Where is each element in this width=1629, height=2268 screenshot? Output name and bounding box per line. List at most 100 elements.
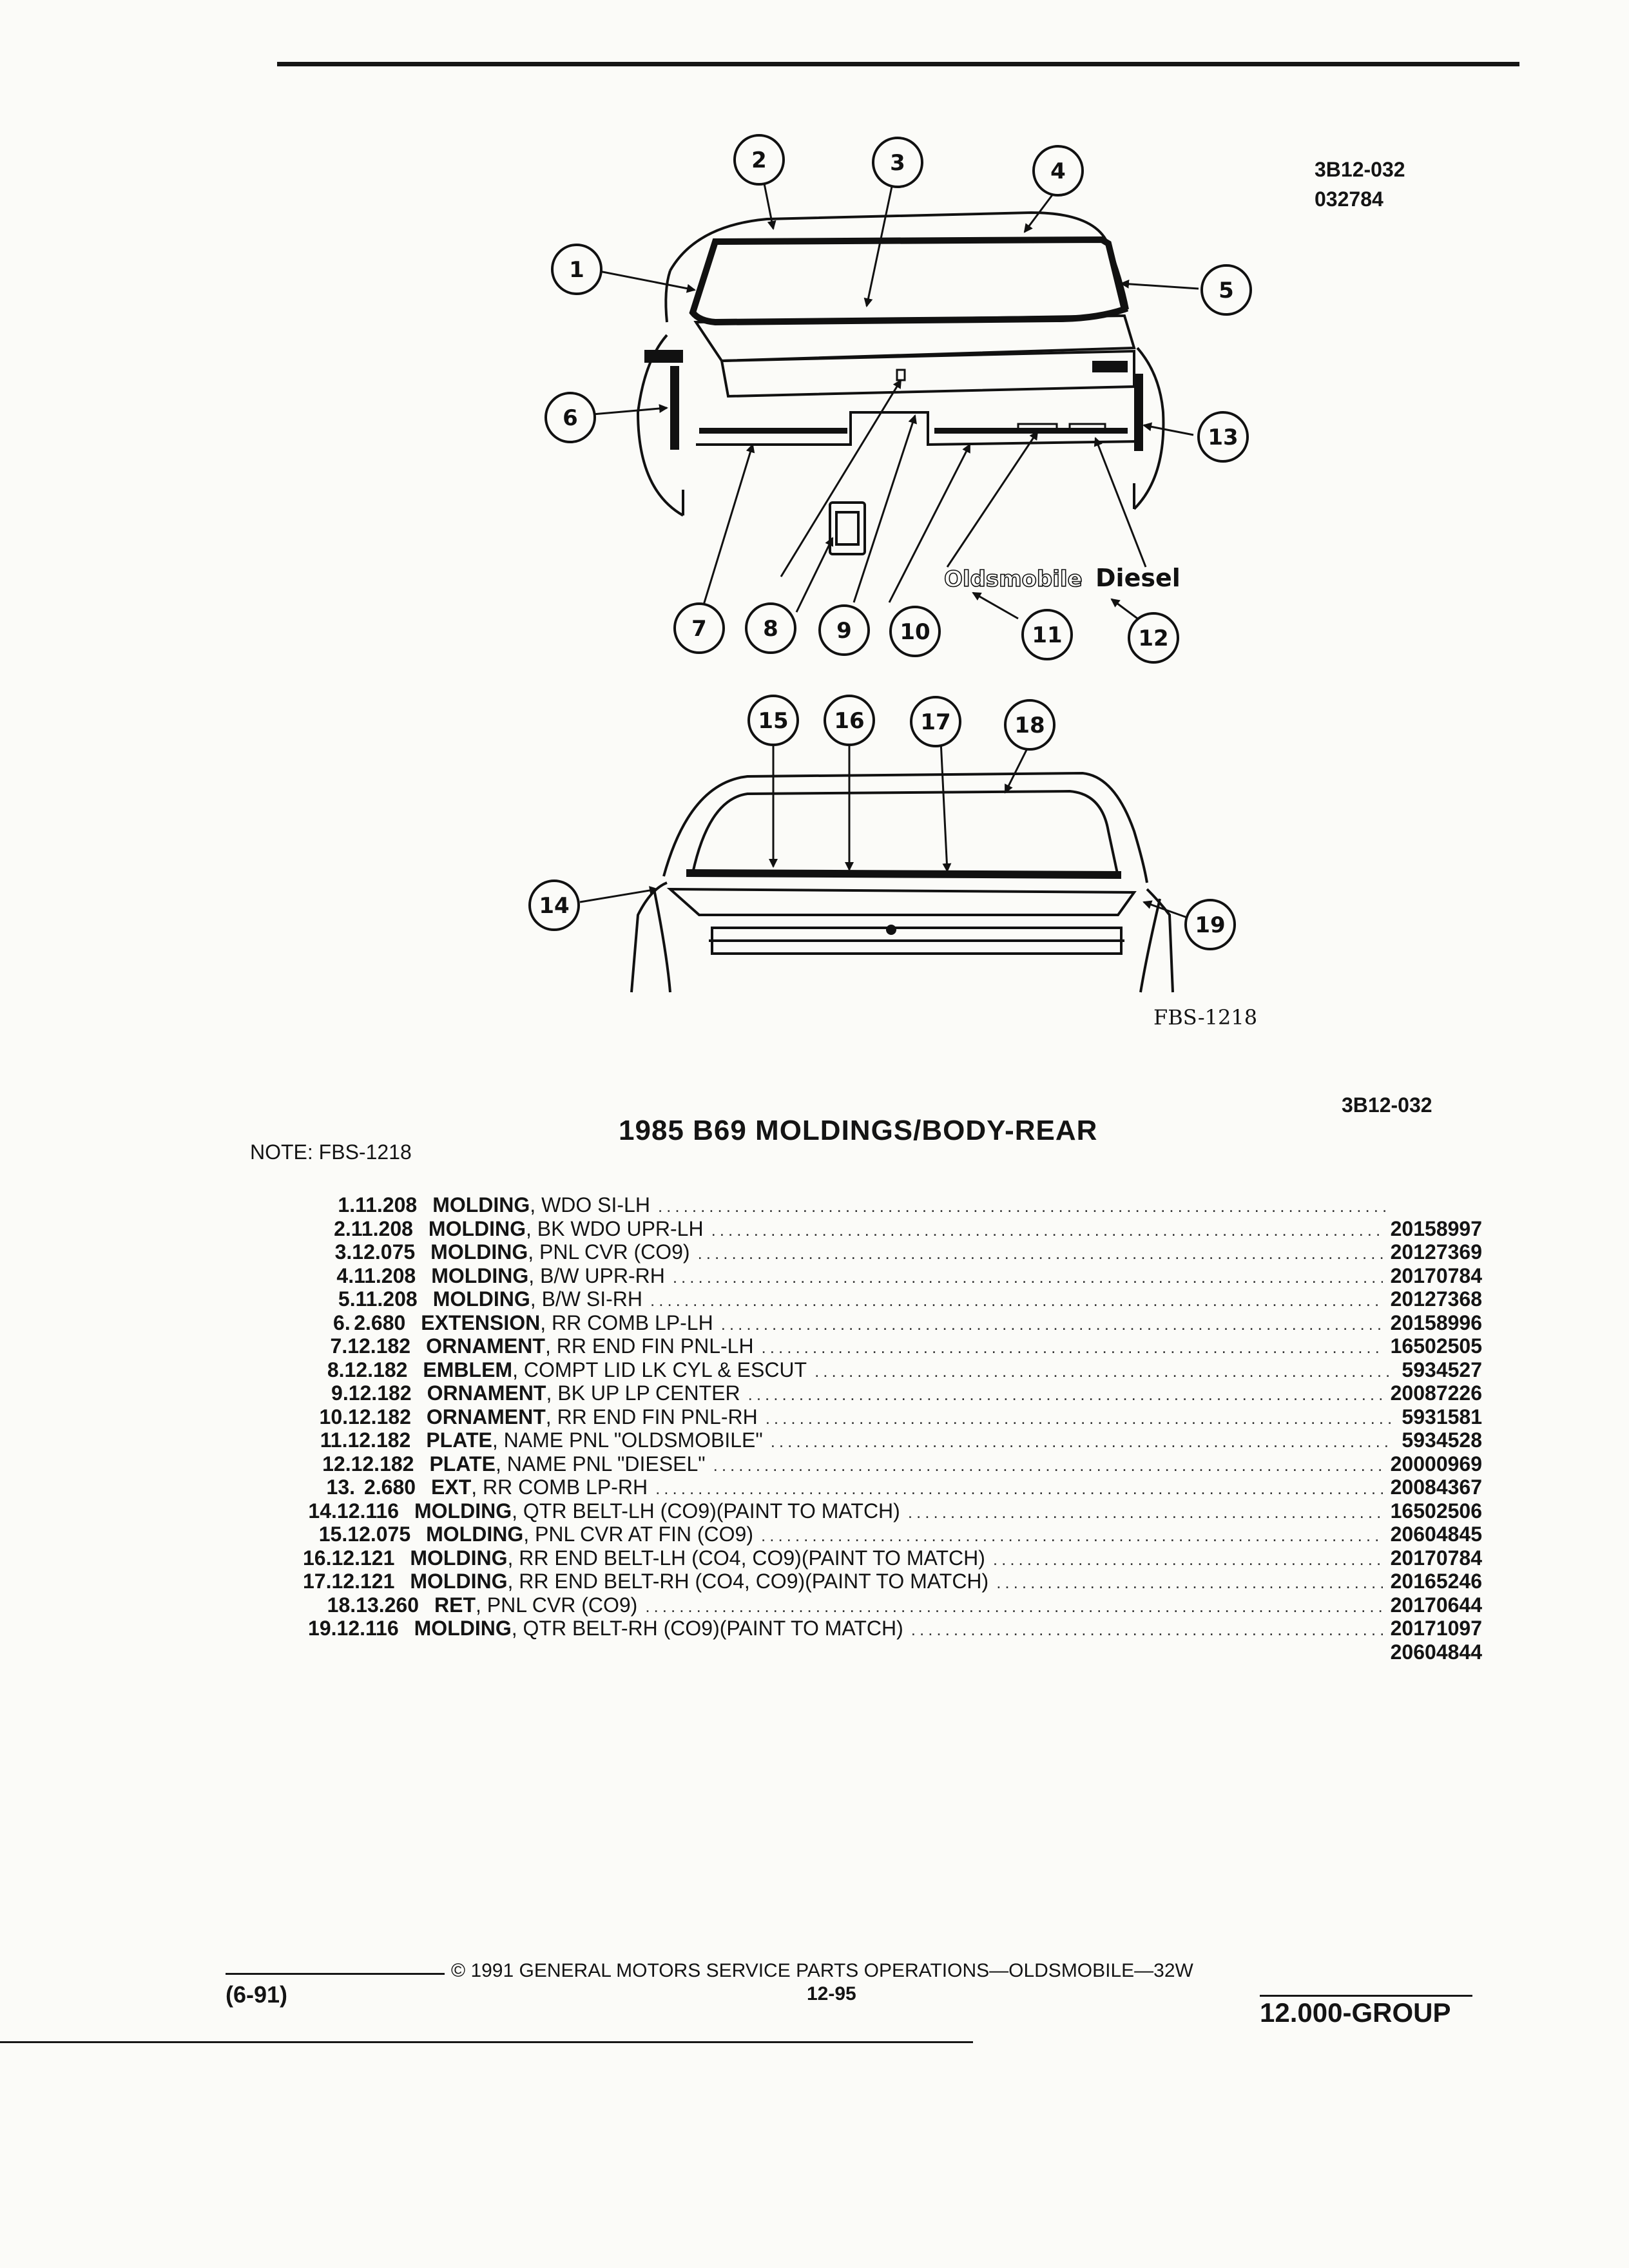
part-description: MOLDING, B/W UPR-RH (431, 1264, 665, 1288)
part-keyword: ORNAMENT (426, 1334, 545, 1358)
leader-dots: ........................................… (761, 1338, 1383, 1357)
leader-dots: ........................................… (650, 1291, 1383, 1310)
footer-group: 12.000-GROUP (1260, 1997, 1451, 2028)
callout-5 (1200, 264, 1252, 316)
part-number: 20171097 (1390, 1617, 1482, 1640)
part-number: 20000969 (1390, 1452, 1482, 1475)
part-detail: , NAME PNL "OLDSMOBILE" (492, 1428, 763, 1452)
svg-text:3: 3 (890, 150, 905, 176)
part-row: 13. 2.680 EXT, RR COMB LP-RH ...........… (303, 1475, 1482, 1499)
callout-7 (673, 602, 725, 654)
leader-dots: ........................................… (770, 1432, 1394, 1451)
part-keyword: EXTENSION (421, 1311, 541, 1334)
item-number: 1. (338, 1193, 356, 1216)
diesel-emblem: Diesel (1095, 564, 1181, 592)
leader-dots: ........................................… (672, 1267, 1383, 1287)
leader-dots: ........................................… (996, 1573, 1382, 1592)
part-description: RET, PNL CVR (CO9) (434, 1593, 637, 1617)
item-number: 7. (330, 1334, 348, 1358)
leader-dots: ........................................… (711, 1220, 1383, 1240)
part-detail: , PNL CVR AT FIN (CO9) (523, 1523, 753, 1546)
lock-cylinder-dot (886, 925, 896, 935)
item-number: 4. (336, 1264, 354, 1287)
svg-text:14: 14 (539, 893, 569, 919)
catalog-code: 12.075 (352, 1240, 416, 1264)
part-detail: , COMPT LID LK CYL & ESCUT (512, 1358, 807, 1381)
part-keyword: EXT (431, 1475, 472, 1499)
leader-dots: ........................................… (747, 1385, 1383, 1404)
svg-text:6: 6 (563, 405, 578, 431)
svg-text:5: 5 (1219, 278, 1234, 303)
part-row: 12. 12.182 PLATE, NAME PNL "DIESEL" ....… (303, 1452, 1482, 1476)
upper-car-strips (644, 350, 1143, 451)
part-description: MOLDING, B/W SI-RH (433, 1287, 642, 1311)
part-detail: , BK UP LP CENTER (546, 1381, 740, 1405)
callout-17 (910, 696, 961, 747)
part-row: 14. 12.116 MOLDING, QTR BELT-LH (CO9)(PA… (303, 1499, 1482, 1523)
svg-text:13: 13 (1208, 425, 1238, 450)
part-number: 5934527 (1402, 1358, 1482, 1381)
section-ref-code: 3B12-032 (1342, 1093, 1432, 1117)
upper-car-outline (636, 211, 1165, 517)
catalog-code: 12.182 (351, 1452, 414, 1475)
footer-page-number: 12-95 (807, 1983, 856, 2004)
part-detail: , WDO SI-LH (530, 1193, 650, 1216)
section-title: 1985 B69 MOLDINGS/BODY-REAR (619, 1115, 1098, 1146)
svg-text:2: 2 (751, 148, 767, 173)
part-description: EMBLEM, COMPT LID LK CYL & ESCUT (423, 1358, 807, 1382)
part-description: MOLDING, RR END BELT-LH (CO4, CO9)(PAINT… (410, 1546, 985, 1570)
part-keyword: MOLDING (414, 1499, 512, 1523)
part-row: 1. 11.208 MOLDING, WDO SI-LH ...........… (303, 1193, 1482, 1217)
part-row: 8. 12.182 EMBLEM, COMPT LID LK CYL & ESC… (303, 1358, 1482, 1382)
svg-text:7: 7 (691, 616, 707, 642)
part-row: 7. 12.182 ORNAMENT, RR END FIN PNL-LH ..… (303, 1334, 1482, 1358)
catalog-code: 2.680 (354, 1311, 406, 1334)
part-description: EXT, RR COMB LP-RH (431, 1475, 648, 1499)
part-detail: , NAME PNL "DIESEL" (495, 1452, 706, 1475)
part-keyword: MOLDING (432, 1287, 530, 1311)
part-row: 4. 11.208 MOLDING, B/W UPR-RH ..........… (303, 1264, 1482, 1288)
item-number: 8. (327, 1358, 345, 1381)
nameplate-markers (1017, 423, 1106, 432)
catalog-code: 12.121 (331, 1546, 395, 1570)
part-detail: , RR COMB LP-LH (540, 1311, 713, 1334)
part-keyword: MOLDING (410, 1546, 508, 1570)
part-row: 19. 12.116 MOLDING, QTR BELT-RH (CO9)(PA… (303, 1617, 1482, 1640)
part-description: MOLDING, WDO SI-LH (432, 1193, 650, 1217)
part-row: 9. 12.182 ORNAMENT, BK UP LP CENTER ....… (303, 1381, 1482, 1405)
part-row: . 20604844 (303, 1640, 1482, 1664)
svg-text:11: 11 (1032, 622, 1062, 648)
callout-10 (889, 606, 941, 657)
parts-diagram: Oldsmobile Diesel (528, 134, 1252, 993)
footer-date-code: (6-91) (226, 1981, 288, 2008)
catalog-code: 12.182 (347, 1334, 411, 1358)
leader-dots: ........................................… (645, 1596, 1383, 1616)
part-keyword: MOLDING (414, 1617, 512, 1640)
svg-text:1: 1 (569, 257, 584, 283)
part-description: MOLDING, RR END BELT-RH (CO4, CO9)(PAINT… (410, 1570, 988, 1593)
part-description: MOLDING, PNL CVR (CO9) (430, 1240, 689, 1264)
part-description: MOLDING, PNL CVR AT FIN (CO9) (426, 1523, 753, 1546)
part-number: 20158996 (1390, 1311, 1483, 1334)
catalog-code: 12.116 (336, 1617, 399, 1640)
part-detail: , RR COMB LP-RH (471, 1475, 648, 1499)
item-number: 9. (331, 1381, 349, 1405)
svg-text:12: 12 (1138, 626, 1168, 651)
item-number: 12. (322, 1452, 351, 1475)
item-number: 10. (319, 1405, 349, 1428)
leader-dots: ........................................… (765, 1408, 1394, 1428)
part-number: 20170644 (1390, 1593, 1482, 1617)
part-keyword: ORNAMENT (427, 1381, 546, 1405)
item-number: 13. (326, 1475, 355, 1499)
oldsmobile-emblem: Oldsmobile (944, 566, 1083, 592)
catalog-code: 12.121 (331, 1570, 395, 1593)
section-note: NOTE: FBS-1218 (250, 1140, 412, 1164)
leader-dots: ........................................… (655, 1479, 1383, 1498)
part-detail: , RR END BELT-LH (CO4, CO9)(PAINT TO MAT… (507, 1546, 985, 1570)
part-number: 20087226 (1390, 1381, 1482, 1405)
part-row: 17. 12.121 MOLDING, RR END BELT-RH (CO4,… (303, 1570, 1482, 1593)
part-detail: , QTR BELT-RH (CO9)(PAINT TO MATCH) (511, 1617, 903, 1640)
part-keyword: MOLDING (426, 1523, 524, 1546)
callout-11 (1021, 609, 1073, 660)
part-row: 5. 11.208 MOLDING, B/W SI-RH ...........… (303, 1287, 1482, 1311)
